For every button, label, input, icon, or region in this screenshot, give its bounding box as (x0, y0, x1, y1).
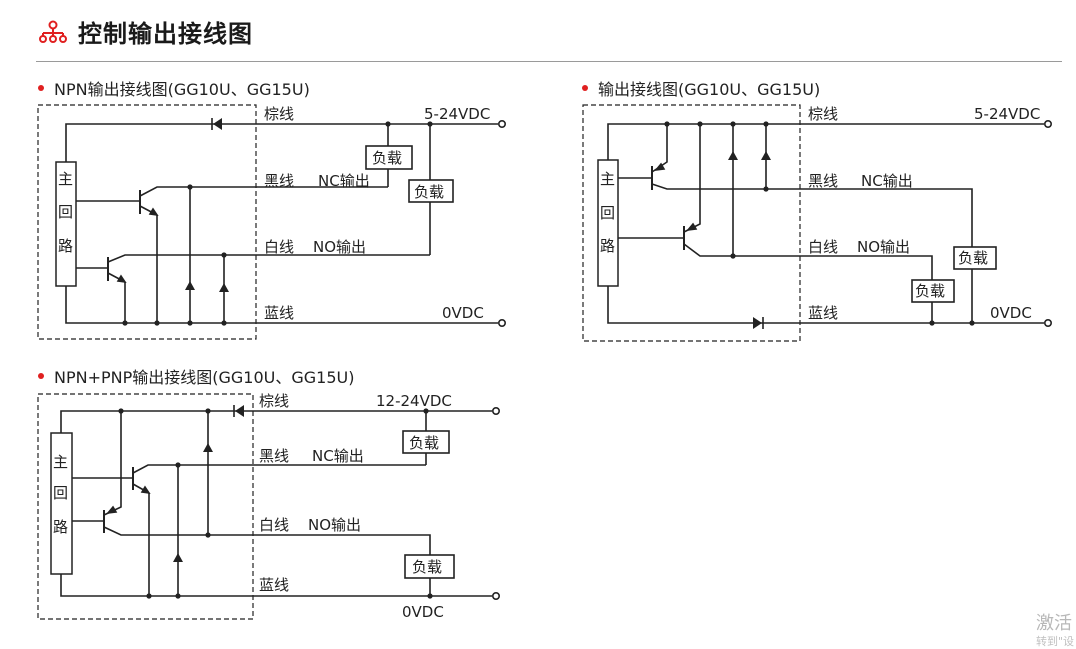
svg-text:黑线: 黑线 (264, 172, 294, 190)
page-header: 控制输出接线图 (38, 14, 253, 49)
diode-icon (235, 405, 244, 417)
svg-text:NC输出: NC输出 (312, 447, 364, 465)
svg-text:棕线: 棕线 (808, 105, 838, 123)
white-wire (103, 526, 431, 555)
svg-text:主: 主 (58, 170, 73, 188)
svg-text:蓝线: 蓝线 (808, 304, 838, 322)
load-box (408, 179, 454, 203)
svg-text:回: 回 (58, 203, 73, 221)
svg-text:NO输出: NO输出 (857, 238, 910, 256)
brown-wire (65, 123, 498, 162)
svg-text:棕线: 棕线 (264, 105, 294, 123)
header-divider (36, 61, 1062, 62)
svg-text:路: 路 (600, 237, 615, 255)
svg-text:NO输出: NO输出 (313, 238, 366, 256)
blue-wire (65, 286, 498, 324)
svg-text:棕线: 棕线 (259, 392, 289, 410)
svg-text:蓝线: 蓝线 (264, 304, 294, 322)
white-wire (683, 243, 933, 280)
black-wire (132, 464, 426, 474)
svg-text:5-24VDC: 5-24VDC (424, 105, 490, 123)
junction-dots (664, 121, 975, 326)
svg-text:负载: 负载 (915, 282, 945, 300)
svg-text:主: 主 (600, 170, 615, 188)
diode-icon (753, 317, 762, 329)
svg-text:0VDC: 0VDC (990, 304, 1032, 322)
terminal-vzero (1044, 318, 1053, 327)
svg-text:NC输出: NC输出 (318, 172, 370, 190)
blue-wire (607, 286, 1044, 324)
section-title-npn-pnp: NPN+PNP输出接线图(GG10U、GG15U) (38, 364, 354, 388)
svg-text:黑线: 黑线 (259, 447, 289, 465)
activation-watermark: 激活 (1036, 613, 1072, 634)
svg-text:12-24VDC: 12-24VDC (376, 392, 452, 410)
svg-text:路: 路 (58, 237, 73, 255)
load-box (911, 279, 955, 303)
svg-text:负载: 负载 (414, 183, 444, 201)
terminal-vplus (1044, 120, 1053, 129)
section-title-pnp: 输出接线图(GG10U、GG15U) (582, 76, 820, 100)
white-wire (107, 254, 430, 263)
svg-text:回: 回 (600, 204, 615, 222)
brown-wire (60, 410, 492, 433)
sensor-boundary (582, 104, 801, 342)
network-icon (39, 20, 67, 43)
svg-text:5-24VDC: 5-24VDC (974, 105, 1040, 123)
svg-text:回: 回 (53, 484, 68, 502)
npn-pnp-wiring-diagram: 主 回 路 (37, 392, 500, 621)
bullet-dot (38, 85, 44, 91)
black-wire (651, 183, 973, 247)
svg-text:白线: 白线 (264, 238, 294, 256)
svg-text:负载: 负载 (958, 249, 988, 267)
svg-text:0VDC: 0VDC (442, 304, 484, 322)
terminal-vzero (497, 318, 506, 327)
svg-text:白线: 白线 (259, 516, 289, 534)
terminal-vplus (497, 120, 506, 129)
sensor-boundary (37, 393, 254, 620)
page-title: 控制输出接线图 (78, 20, 253, 48)
svg-text:0VDC: 0VDC (402, 603, 444, 621)
npn-wiring-diagram: 主 回 路 (37, 104, 506, 340)
svg-text:蓝线: 蓝线 (259, 576, 289, 594)
blue-wire (60, 574, 492, 597)
brown-wire (607, 123, 1044, 160)
activation-watermark-hint: 转到"设置" (1036, 635, 1075, 648)
svg-text:NC输出: NC输出 (861, 172, 913, 190)
bullet-dot (582, 85, 588, 91)
sensor-boundary (37, 104, 257, 340)
svg-text:负载: 负载 (409, 434, 439, 452)
svg-text:负载: 负载 (372, 149, 402, 167)
load-box (953, 246, 997, 270)
junction-dots (122, 121, 433, 326)
terminal-vplus (491, 406, 500, 415)
section-title-npn: NPN输出接线图(GG10U、GG15U) (38, 76, 310, 100)
diode-icon (213, 118, 222, 130)
terminal-vzero (491, 591, 500, 600)
black-wire (139, 186, 388, 197)
svg-text:NO输出: NO输出 (308, 516, 361, 534)
svg-text:主: 主 (53, 453, 68, 471)
bullet-dot (38, 373, 44, 379)
svg-text:白线: 白线 (808, 238, 838, 256)
svg-text:路: 路 (53, 518, 68, 536)
svg-text:黑线: 黑线 (808, 172, 838, 190)
junction-dots (118, 408, 433, 599)
load-box (365, 145, 413, 170)
pnp-wiring-diagram: 主 回 路 (582, 104, 1053, 342)
svg-text:负载: 负载 (412, 558, 442, 576)
